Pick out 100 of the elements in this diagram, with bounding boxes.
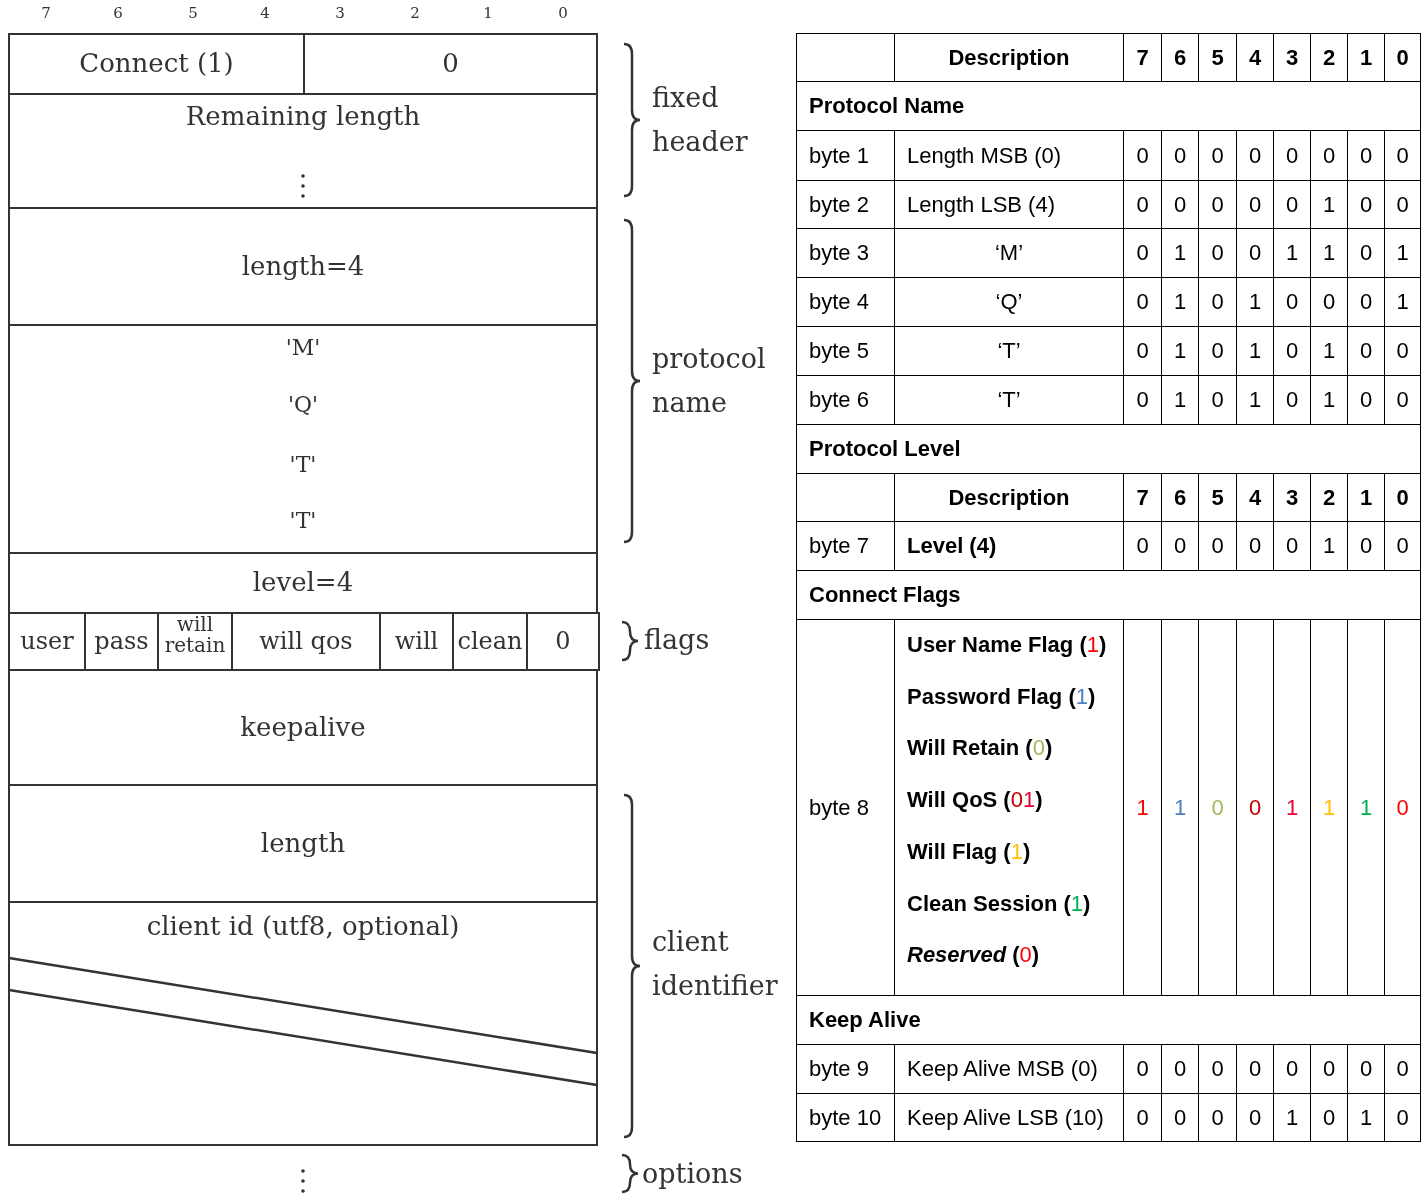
field-label: Connect (1) [78,50,235,78]
bit-value: 1 [1395,289,1410,315]
field-label: 0 [441,50,460,78]
section-heading: Connect Flags [809,582,961,608]
bit-value: 1 [1395,240,1410,266]
bit-value: 0 [1321,142,1337,169]
bit-value: 0 [1135,289,1150,315]
field-label: keepalive [239,713,367,742]
bit-value: 0 [1321,289,1337,315]
flag-name: User Name Flag (1) [907,632,1107,658]
field-label: level=4 [251,569,355,597]
bit-value: 1 [1172,794,1188,821]
flag-name: Reserved (0) [907,942,1040,969]
column-header: 5 [1210,484,1225,511]
bit-value: 0 [1210,1056,1225,1082]
bit-value: 0 [1135,1104,1150,1131]
bit-value: 0 [1395,191,1410,218]
bit-value: 0 [1358,338,1374,364]
bit-value: 1 [1284,794,1300,821]
section-heading: Protocol Level [809,436,961,462]
bit-value: 0 [1135,142,1150,169]
brace-label: client identifier [652,925,779,1003]
field-label: 'Q' [286,393,320,417]
flag-name: Will QoS (01) [907,787,1043,814]
bit-value: 0 [1172,1056,1188,1082]
bit-value: 1 [1172,338,1188,364]
field-label: 'T' [288,453,318,477]
bit-value: 0 [1358,289,1374,315]
bit-value: 0 [1284,387,1300,413]
field-description: ‘M’ [993,240,1025,266]
field-label: will [393,628,440,655]
section-heading: Keep Alive [809,1007,921,1033]
column-header: 4 [1247,44,1263,71]
bit-number: 2 [410,4,420,22]
brace-label: fixed header [652,81,749,159]
column-header: 6 [1172,484,1188,511]
brace-label: protocol name [652,342,767,420]
bit-number: 3 [335,4,345,22]
field-description: Level (4) [907,533,997,559]
row-label: byte 3 [809,240,869,266]
bit-value: 1 [1172,387,1188,413]
column-header: 2 [1321,484,1337,511]
column-header: 3 [1284,484,1300,511]
bit-value: 0 [1247,142,1263,169]
bit-value: 1 [1135,794,1150,821]
row-label: byte 6 [809,387,869,413]
bit-value: 1 [1247,338,1263,364]
row-label: byte 2 [809,191,869,218]
bit-value: 1 [1247,387,1263,413]
bit-value: 0 [1172,191,1188,218]
bit-number: 4 [260,4,270,22]
flag-name: Clean Session (1) [907,890,1091,917]
bit-value: 0 [1284,289,1300,315]
bit-value: 0 [1321,1056,1337,1082]
bit-value: 0 [1395,1104,1410,1131]
bit-value: 0 [1247,191,1263,218]
column-header: 1 [1358,484,1374,511]
flag-name: Password Flag (1) [907,683,1096,710]
bit-value: 0 [1210,794,1225,821]
bit-value: 1 [1321,794,1337,821]
field-label: will retain [163,614,227,656]
bit-value: 0 [1358,387,1374,413]
field-description: ‘T’ [996,387,1022,413]
bit-value: 0 [1135,533,1150,559]
bit-value: 0 [1172,533,1188,559]
bit-value: 1 [1358,1104,1374,1131]
bit-value: 0 [1247,1104,1263,1131]
section-heading: Protocol Name [809,93,965,119]
field-label: 'M' [284,336,322,360]
bit-value: 0 [1210,142,1225,169]
flag-name: Will Flag (1) [907,838,1031,865]
bit-value: 0 [1135,240,1150,266]
field-label: length [259,829,347,858]
field-label: 0 [554,628,572,655]
field-description: Keep Alive LSB (10) [907,1104,1104,1131]
bit-value: 0 [1247,1056,1263,1082]
bit-value: 0 [1135,338,1150,364]
bit-value: 0 [1135,387,1150,413]
bit-value: 0 [1135,1056,1150,1082]
field-label: Remaining length [184,103,422,131]
bit-value: 0 [1284,142,1300,169]
bit-value: 0 [1210,338,1225,364]
bit-number: 5 [188,4,198,22]
bit-number: 0 [558,4,568,22]
bit-value: 1 [1247,289,1263,315]
field-description: Length LSB (4) [907,191,1055,218]
column-header: 1 [1358,44,1374,71]
flag-name: Will Retain (0) [907,735,1053,762]
bit-value: 1 [1358,794,1374,821]
row-label: byte 4 [809,289,869,315]
bit-value: 0 [1210,1104,1225,1131]
bit-value: 0 [1395,794,1410,821]
bit-value: 0 [1395,1056,1410,1082]
bit-value: 1 [1321,240,1337,266]
bit-value: 0 [1135,191,1150,218]
field-description: Length MSB (0) [907,142,1062,169]
bit-number: 6 [113,4,123,22]
bit-value: 1 [1321,191,1337,218]
bit-value: 0 [1358,533,1374,559]
column-header: 2 [1321,44,1337,71]
